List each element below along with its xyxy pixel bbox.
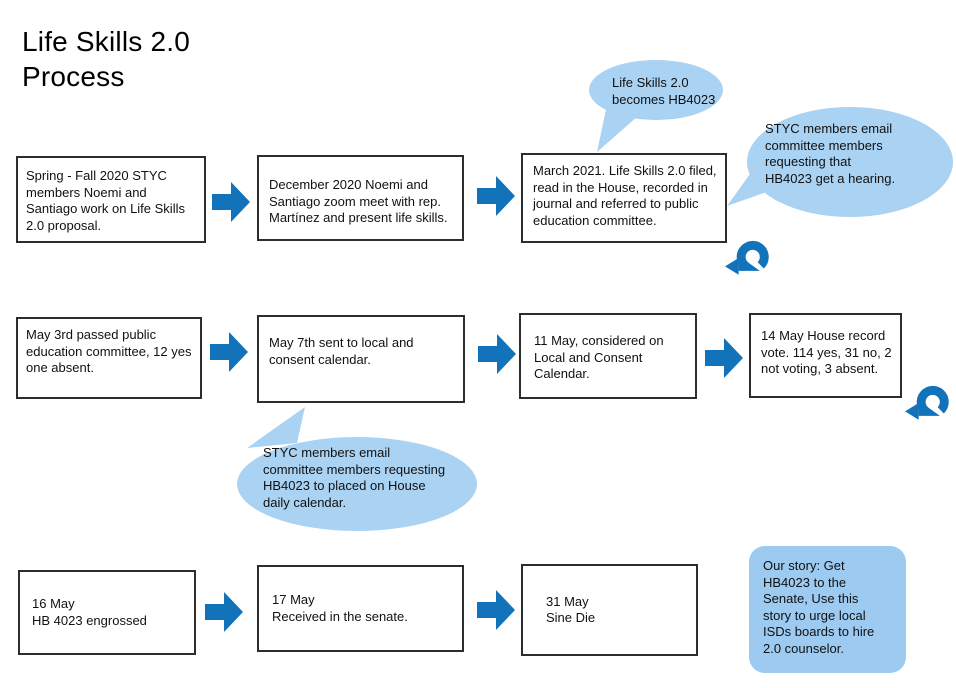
- speech-bubble-calendar-tail: [247, 407, 305, 448]
- flow-box-17-may: 17 May Received in the senate.: [257, 565, 464, 652]
- u-turn-arrow-row2: [905, 385, 949, 420]
- flow-arrow-r2-3: [705, 338, 743, 378]
- u-turn-arrow-row1: [725, 240, 769, 275]
- flow-box-14-may: 14 May House record vote. 114 yes, 31 no…: [749, 313, 902, 398]
- page-title-line2: Process: [22, 61, 125, 92]
- page-title: Life Skills 2.0 Process: [22, 24, 190, 94]
- speech-bubble-calendar-body: [237, 437, 477, 531]
- speech-bubble-becomes-body: [589, 60, 723, 120]
- speech-bubble-calendar-shape: [237, 407, 477, 531]
- flow-box-16-may: 16 May HB 4023 engrossed: [18, 570, 196, 655]
- flow-arrow-r2-1: [210, 332, 248, 372]
- flow-arrow-r3-2: [477, 590, 515, 630]
- speech-bubble-hearing-text: STYC members email committee members req…: [765, 121, 896, 186]
- flow-arrow-r1-2: [477, 176, 515, 216]
- flow-arrow-r1-1: [212, 182, 250, 222]
- speech-bubble-calendar-text: STYC members email committee members req…: [263, 445, 446, 510]
- flow-box-march-2021: March 2021. Life Skills 2.0 filed, read …: [521, 153, 727, 243]
- flow-box-december-2020: December 2020 Noemi and Santiago zoom me…: [257, 155, 464, 241]
- flow-box-may-3rd: May 3rd passed public education committe…: [16, 317, 202, 399]
- our-story-note: Our story: Get HB4023 to the Senate, Use…: [749, 546, 906, 673]
- speech-bubble-becomes-text: Life Skills 2.0 becomes HB4023: [612, 75, 716, 107]
- flow-arrow-r3-1: [205, 592, 243, 632]
- speech-bubble-becomes-shape: [589, 60, 723, 152]
- flow-box-11-may: 11 May, considered on Local and Consent …: [519, 313, 697, 399]
- speech-bubble-hearing-shape: [727, 107, 953, 217]
- page-title-line1: Life Skills 2.0: [22, 26, 190, 57]
- flow-box-31-may: 31 May Sine Die: [521, 564, 698, 656]
- flow-box-spring-fall-2020: Spring - Fall 2020 STYC members Noemi an…: [16, 156, 206, 243]
- speech-bubble-hearing-body: [747, 107, 953, 217]
- flow-box-may-7th: May 7th sent to local and consent calend…: [257, 315, 465, 403]
- flow-arrow-r2-2: [478, 334, 516, 374]
